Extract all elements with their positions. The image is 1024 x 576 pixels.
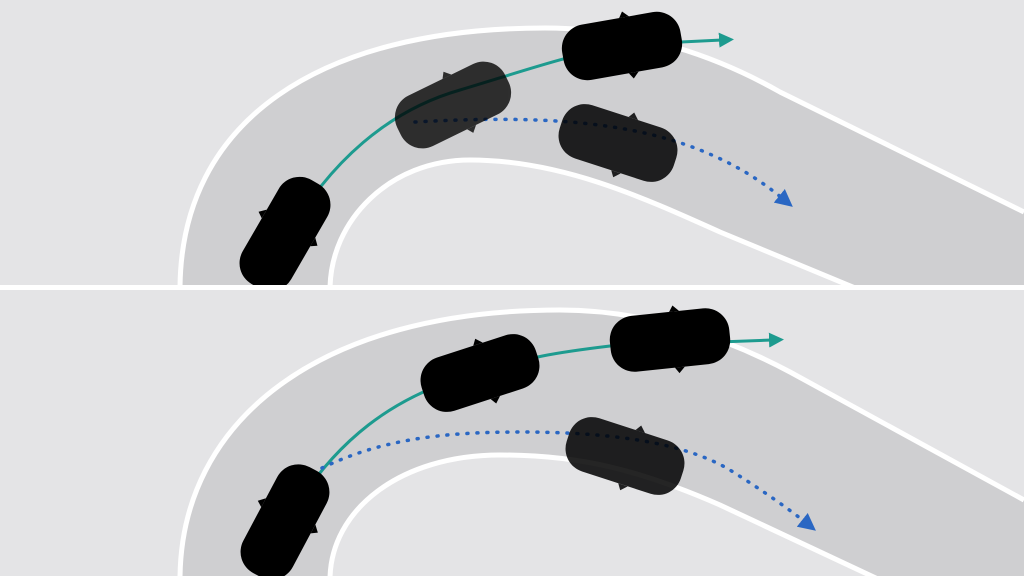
road-edge-inner [327,157,857,286]
road-edge-outer [177,25,1024,286]
panel-bottom [177,299,1024,576]
panel-divider [0,285,1024,290]
panel-top [177,2,1024,286]
